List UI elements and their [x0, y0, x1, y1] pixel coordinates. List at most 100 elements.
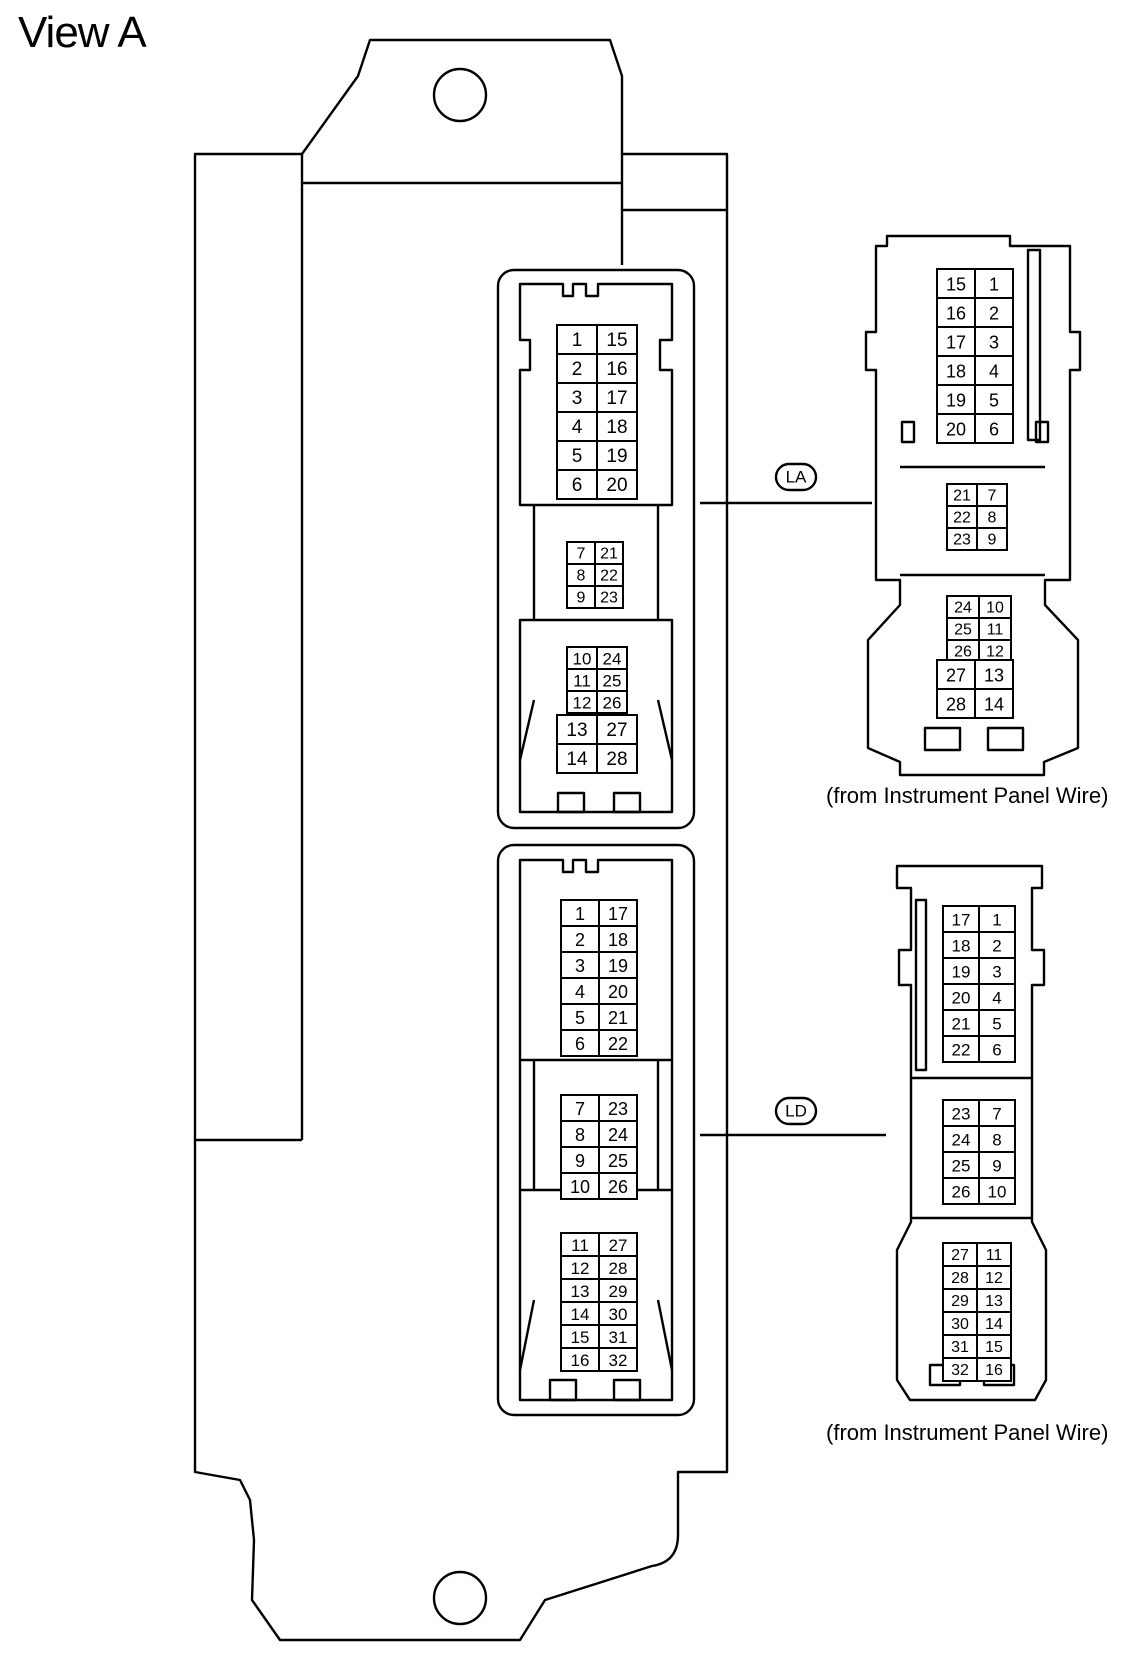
harness-la-key-right [986, 726, 1025, 752]
pin-cell [974, 413, 1014, 444]
pin-number: 10 [570, 1177, 590, 1197]
pin-number: 5 [989, 391, 999, 411]
pin-number: 13 [571, 1282, 590, 1301]
pin-number: 15 [985, 1339, 1003, 1356]
ecu-connector-ld-shell [518, 858, 674, 1402]
pin-number: 21 [600, 546, 618, 563]
ecu-connector-la-frame [496, 268, 696, 830]
pin-number: 11 [573, 672, 591, 691]
pin-number: 30 [951, 1316, 969, 1333]
ecu-la-key-left [556, 791, 586, 814]
pin-number: 1 [989, 275, 999, 295]
pin-number: 6 [572, 475, 583, 496]
pin-number: 7 [575, 1099, 585, 1119]
harness-la-tab-right [1034, 420, 1050, 444]
harness-la-key-left [923, 726, 962, 752]
pin-number: 18 [608, 930, 628, 950]
ecu-ld-key-right [612, 1378, 642, 1402]
harness-la-outline [864, 234, 1082, 777]
pin-number: 23 [952, 1105, 971, 1124]
pin-number: 31 [609, 1328, 628, 1347]
pin-number: 17 [952, 911, 971, 930]
pin-number: 9 [992, 1157, 1001, 1176]
pin-number: 28 [609, 1259, 628, 1278]
pin-number: 24 [608, 1125, 628, 1145]
pin-cell [596, 690, 628, 714]
pin-number: 3 [992, 963, 1001, 982]
mounting-hole-top [432, 67, 488, 123]
pin-number: 26 [952, 1183, 971, 1202]
pin-cell [596, 324, 638, 355]
pin-number: 24 [603, 650, 622, 669]
pin-cell [978, 1009, 1016, 1037]
pin-number: 26 [954, 644, 972, 661]
pin-number: 28 [606, 749, 627, 770]
pin-number: 19 [606, 446, 627, 467]
callout-ld: LD [700, 1096, 886, 1137]
pin-cell [976, 1357, 1012, 1382]
pin-number: 4 [989, 362, 999, 382]
pin-cell [596, 382, 638, 413]
pin-cell [598, 1347, 638, 1372]
pin-cell [598, 1172, 638, 1200]
pin-cell [978, 1177, 1016, 1205]
pin-number: 29 [609, 1282, 628, 1301]
pin-number: 20 [946, 420, 966, 440]
pin-cell [978, 957, 1016, 985]
pin-number: 7 [992, 1105, 1001, 1124]
pin-number: 15 [946, 275, 966, 295]
pin-number: 16 [946, 304, 966, 324]
pin-number: 20 [608, 982, 628, 1002]
pin-number: 8 [575, 1125, 585, 1145]
pin-number: 5 [572, 446, 583, 467]
pin-number: 27 [606, 720, 627, 741]
ecu-connector-la-shell [518, 282, 674, 814]
pin-cell [978, 1151, 1016, 1179]
pin-number: 11 [986, 1247, 1003, 1264]
harness-la-rail [1026, 248, 1042, 442]
pin-number: 14 [984, 695, 1004, 715]
pin-number: 4 [572, 417, 583, 438]
pin-cell [978, 1035, 1016, 1063]
ecu-ld-key-left [548, 1378, 578, 1402]
pin-number: 30 [609, 1305, 628, 1324]
pin-number: 23 [953, 532, 971, 549]
pin-cell [598, 1120, 638, 1148]
pin-number: 24 [954, 600, 972, 617]
pin-number: 13 [985, 1293, 1003, 1310]
pin-number: 8 [577, 568, 586, 585]
pin-number: 1 [575, 904, 585, 924]
pin-number: 4 [575, 982, 585, 1002]
pin-number: 16 [571, 1351, 590, 1370]
pin-cell [978, 1099, 1016, 1127]
pin-number: 9 [988, 532, 997, 549]
pin-cell [598, 977, 638, 1005]
pin-number: 15 [606, 330, 627, 351]
pin-cell [936, 659, 976, 690]
pin-number: 28 [946, 695, 966, 715]
pin-number: 14 [571, 1305, 590, 1324]
pin-cell [978, 905, 1016, 933]
pin-number: 1 [572, 330, 583, 351]
callout-la: LA [700, 462, 872, 505]
pin-number: 19 [946, 391, 966, 411]
pin-number: 1 [992, 911, 1001, 930]
pin-number: 2 [572, 359, 583, 380]
pin-cell [598, 1146, 638, 1174]
note-la: (from Instrument Panel Wire) [826, 783, 1108, 808]
pin-number: 22 [952, 1041, 971, 1060]
pin-number: 23 [608, 1099, 628, 1119]
pin-cell [942, 1177, 980, 1205]
pin-number: 28 [951, 1270, 969, 1287]
pin-number: 22 [600, 568, 618, 585]
pin-number: 18 [952, 937, 971, 956]
pin-number: 25 [954, 622, 972, 639]
pin-cell [560, 1094, 600, 1122]
pin-number: 17 [606, 388, 627, 409]
harness-ld-rail [914, 898, 928, 1072]
view-title: View A [18, 8, 147, 57]
pin-number: 15 [571, 1328, 590, 1347]
